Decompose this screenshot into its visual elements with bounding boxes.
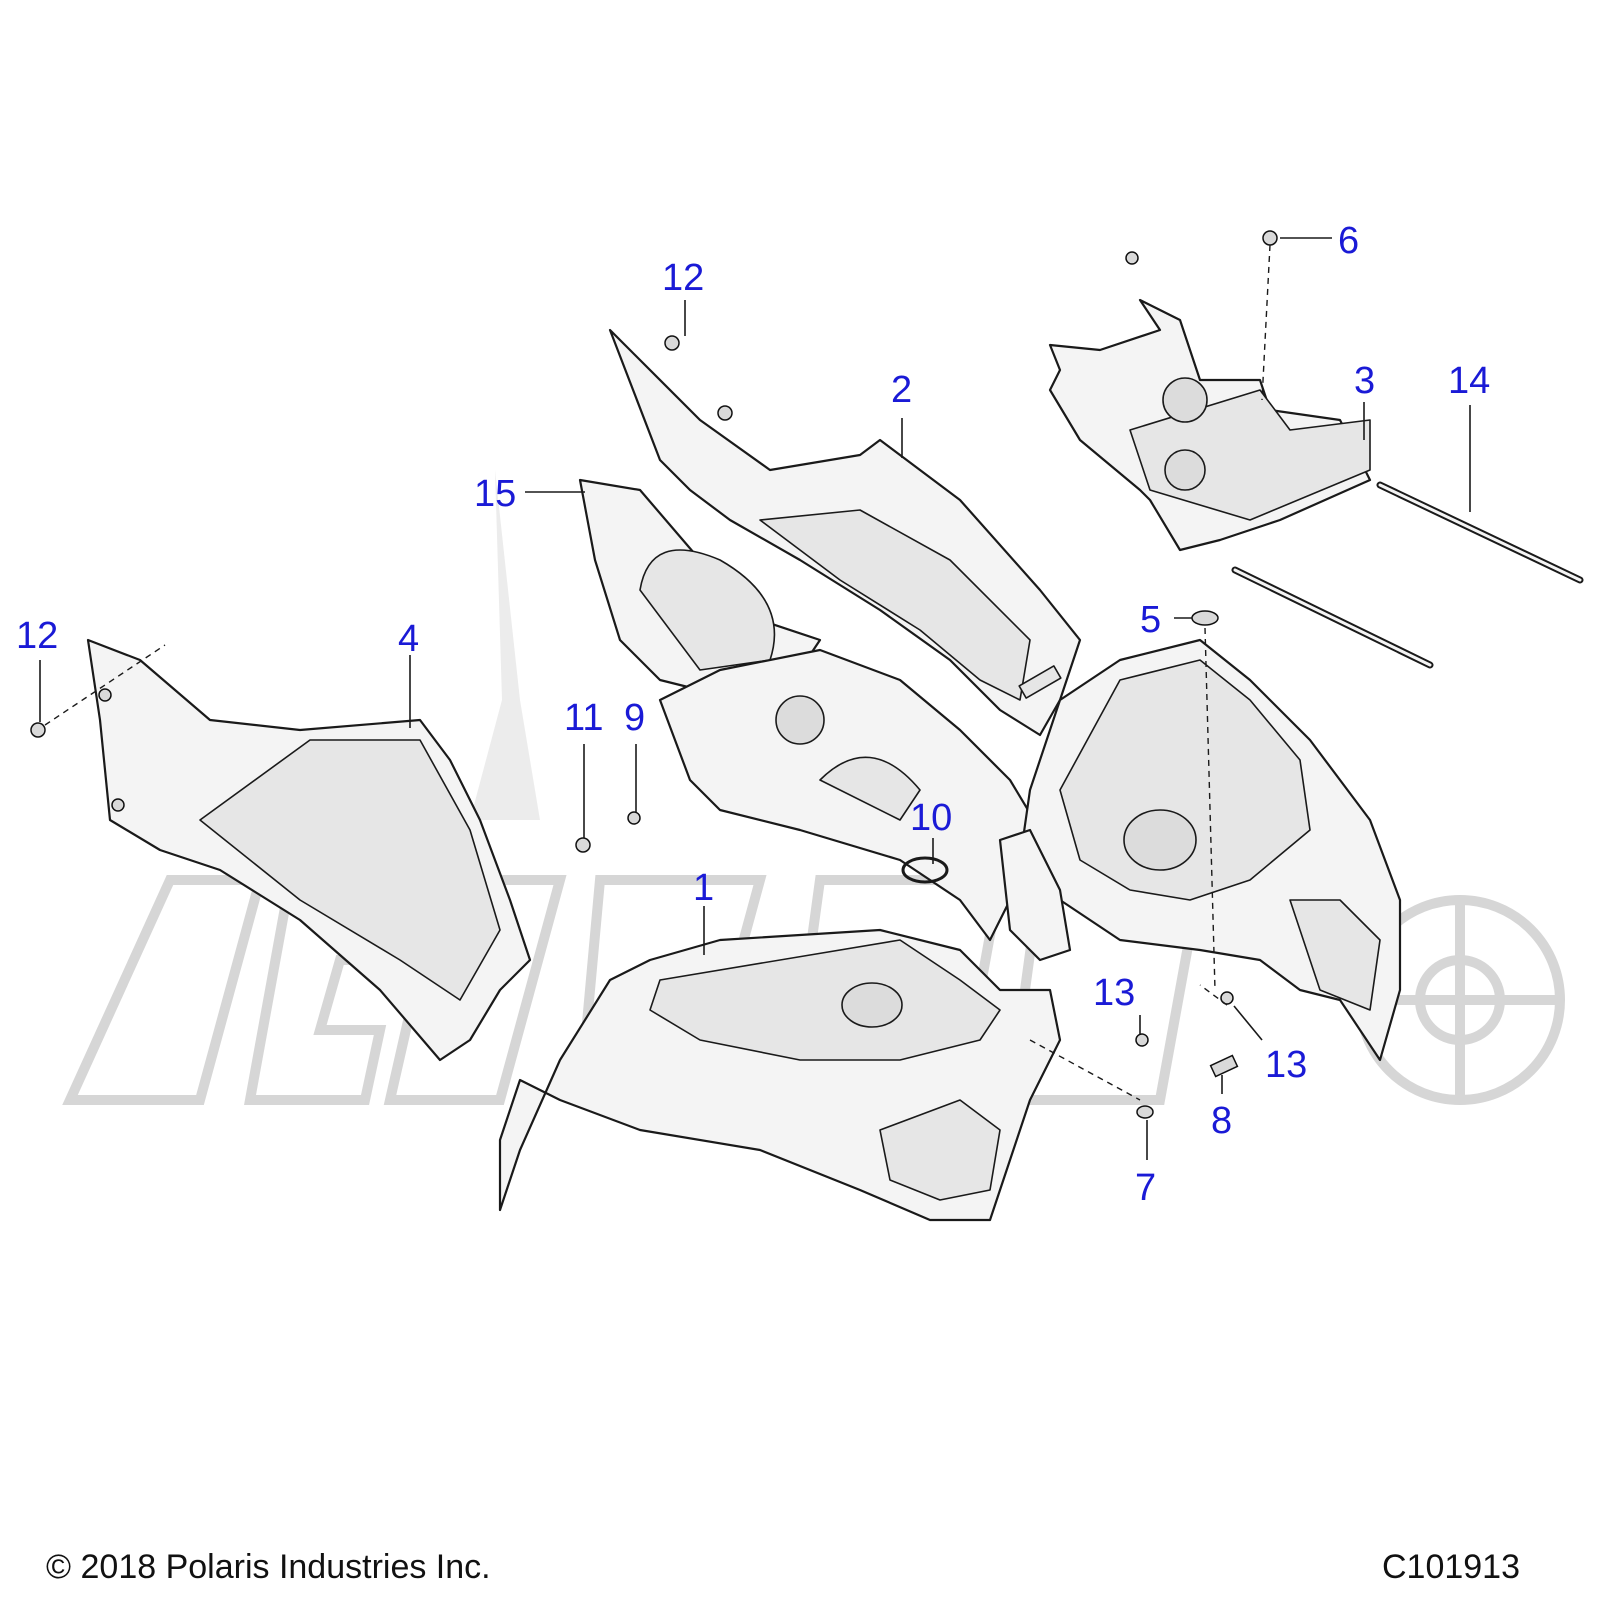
part-rear-storage-box: [998, 638, 1402, 1062]
callout-8: 8: [1211, 1100, 1232, 1142]
callout-13-left: 13: [1093, 972, 1135, 1014]
callout-2: 2: [891, 369, 912, 411]
copyright-text: © 2018 Polaris Industries Inc.: [46, 1548, 491, 1586]
leader-lines: [39, 237, 1471, 1160]
callout-13-right: 13: [1265, 1044, 1307, 1086]
callout-5: 5: [1140, 599, 1161, 641]
callout-4: 4: [398, 618, 419, 660]
fastener-12-left: [30, 722, 46, 738]
callout-11: 11: [564, 697, 603, 739]
fastener-12-top: [664, 335, 680, 351]
part-14-rods: [1231, 481, 1584, 669]
fastener-13-left: [1135, 1033, 1149, 1047]
part-15-inner-panel: [578, 478, 822, 702]
callout-7: 7: [1135, 1167, 1156, 1209]
fastener-top-3: [1125, 251, 1139, 265]
part-3-rear-panel: [1048, 298, 1372, 552]
fastener-7: [1136, 1105, 1154, 1119]
fastener-11: [575, 837, 591, 853]
fastener-9: [627, 811, 641, 825]
fasteners: [30, 230, 1278, 1119]
callout-1: 1: [693, 867, 714, 909]
callout-12-left: 12: [16, 615, 58, 657]
fastener-top-2: [717, 405, 733, 421]
callout-10: 10: [910, 797, 952, 839]
part-4-side-panel: [86, 638, 532, 1062]
drawing-number: C101913: [1381, 1548, 1520, 1586]
fastener-5: [1191, 610, 1219, 626]
fastener-8: [1209, 1054, 1239, 1078]
callout-12-top: 12: [662, 257, 704, 299]
callout-labels: 1 2 3 4 5 6 7 8 9 10 11 12 12 13 13 14 1…: [16, 220, 1490, 1209]
callout-15: 15: [474, 473, 516, 515]
fastener-13-right: [1220, 991, 1234, 1005]
callout-3: 3: [1354, 360, 1375, 402]
part-10-ring: [901, 856, 949, 884]
fastener-6: [1262, 230, 1278, 246]
part-2-upper-panel: [608, 328, 1082, 737]
assembly-lines: [44, 244, 1271, 1101]
callout-14: 14: [1448, 360, 1490, 402]
callout-6: 6: [1338, 220, 1359, 262]
callout-9: 9: [624, 697, 645, 739]
